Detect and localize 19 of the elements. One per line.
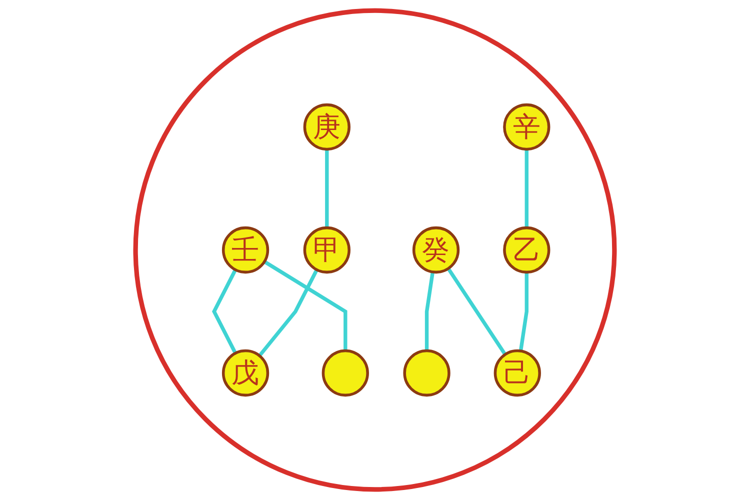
connector (524, 149, 528, 228)
connector (424, 272, 435, 351)
node-circle: 戊 (222, 349, 270, 397)
connector (263, 260, 348, 351)
connector (212, 268, 238, 354)
node-circle (322, 349, 369, 397)
connector (446, 267, 507, 356)
cluster (133, 8, 617, 492)
node-circle: 己 (494, 349, 541, 397)
node-circle (403, 349, 450, 397)
node-circle: 庚 (303, 103, 350, 151)
connector (258, 268, 318, 357)
connector (325, 149, 329, 228)
connector (518, 272, 528, 352)
node-circle: 乙 (503, 226, 550, 274)
node-circle: 甲 (303, 226, 350, 274)
node-circle: 辛 (503, 103, 550, 151)
node-circle: 壬 (222, 226, 270, 274)
node-circle: 癸 (412, 226, 460, 274)
